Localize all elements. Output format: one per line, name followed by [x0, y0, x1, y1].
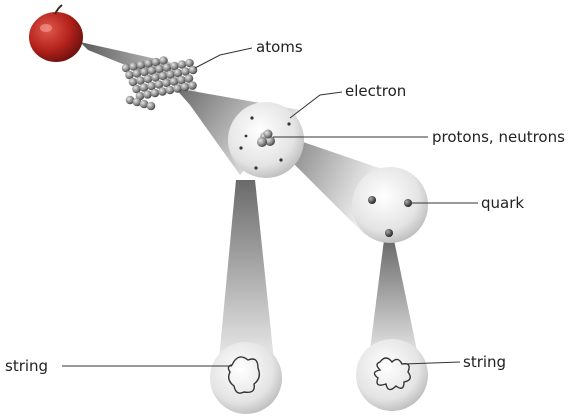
- label-protons-neutrons: protons, neutrons: [432, 128, 565, 146]
- string-loop-left: [227, 356, 261, 394]
- atom-sphere: [228, 102, 304, 178]
- atom-ball: [166, 70, 175, 79]
- leader-string-right: [403, 361, 461, 365]
- label-atoms: atoms: [256, 38, 303, 56]
- quark: [404, 199, 412, 207]
- atom-ball: [125, 95, 135, 105]
- atom-ball: [177, 60, 187, 69]
- atom-ball: [132, 97, 142, 107]
- atom-ball: [158, 87, 167, 96]
- electron: [244, 134, 248, 138]
- quark: [368, 196, 376, 204]
- atom-ball: [136, 60, 146, 70]
- atom-ball: [154, 80, 164, 89]
- atoms-cluster: [121, 56, 198, 111]
- atom-ball: [177, 75, 186, 85]
- proton-sphere: [352, 167, 428, 243]
- atom-ball: [151, 73, 160, 82]
- label-string-right: string: [463, 353, 506, 371]
- atom-ball: [165, 85, 175, 95]
- atom-ball: [173, 68, 183, 78]
- atom-ball: [125, 70, 134, 80]
- atom-ball: [173, 84, 182, 93]
- atom-ball: [146, 101, 156, 111]
- atom-ball: [159, 56, 168, 65]
- apple: [29, 4, 83, 62]
- leader-lines: [62, 47, 478, 367]
- beam-quark-to-string: [368, 240, 420, 365]
- electron: [239, 146, 243, 150]
- leader-electron: [289, 91, 343, 119]
- atom-ball: [147, 66, 157, 75]
- atom-ball: [184, 74, 194, 83]
- atom-ball: [185, 58, 194, 68]
- atom-ball: [143, 90, 152, 99]
- string-sphere-right: [356, 339, 428, 411]
- electron: [287, 122, 291, 126]
- atom-ball: [136, 76, 145, 85]
- atom-ball: [169, 77, 179, 86]
- label-string-left: string: [5, 357, 48, 375]
- beam-electron-to-string: [218, 180, 275, 370]
- atom-ball: [188, 81, 197, 90]
- atom-ball: [180, 82, 190, 92]
- atom-ball: [181, 67, 190, 76]
- atom-ball: [151, 57, 161, 67]
- atom-ball: [150, 88, 160, 98]
- string-loop-right: [373, 357, 411, 391]
- atom-ball: [121, 63, 131, 73]
- atom-ball: [139, 99, 149, 109]
- atom-ball: [129, 62, 138, 71]
- atom-ball: [132, 84, 141, 94]
- nucleus: [257, 129, 275, 147]
- label-electron: electron: [345, 82, 406, 100]
- atom-ball: [170, 61, 179, 71]
- electron: [254, 166, 258, 170]
- electron: [250, 116, 254, 120]
- atom-ball: [128, 77, 138, 87]
- atom-ball: [155, 64, 164, 74]
- atom-ball: [140, 67, 149, 77]
- electron: [279, 158, 283, 162]
- atom-ball: [147, 81, 156, 91]
- atom-ball: [143, 74, 153, 84]
- atom-ball: [162, 78, 171, 88]
- label-quark: quark: [481, 194, 524, 212]
- atom-ball: [139, 83, 149, 92]
- atom-ball: [132, 69, 142, 78]
- atom-ball: [162, 63, 172, 72]
- atom-ball: [144, 59, 153, 68]
- string-sphere-left: [210, 342, 282, 414]
- quark: [385, 229, 393, 237]
- leader-atoms: [194, 47, 253, 69]
- atom-ball: [158, 71, 168, 81]
